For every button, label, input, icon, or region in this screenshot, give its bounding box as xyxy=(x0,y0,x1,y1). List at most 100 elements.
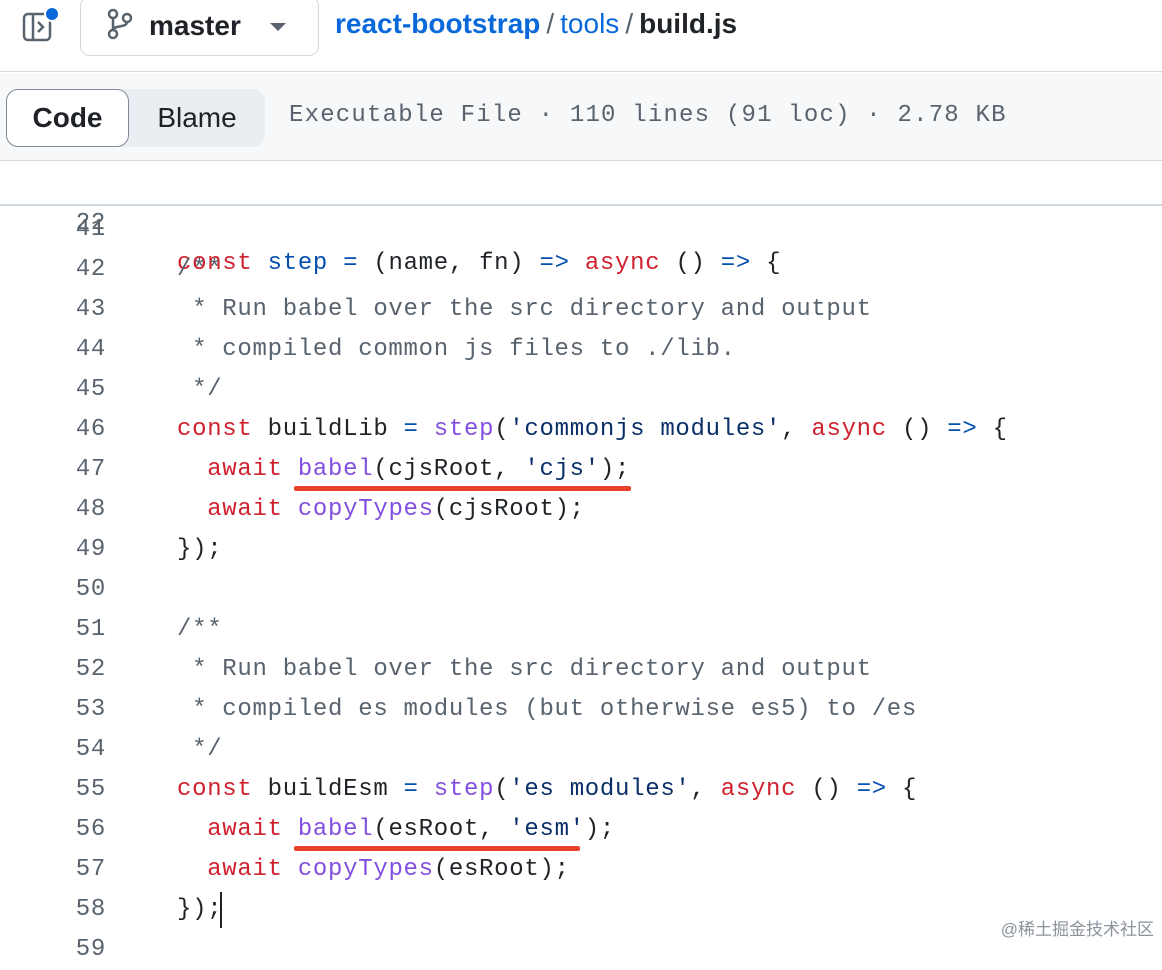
branch-selector-button[interactable]: master xyxy=(80,0,319,56)
sticky-scroll-line[interactable]: 22 const step = (name, fn) => async () =… xyxy=(0,162,1162,277)
line-number[interactable]: 41 xyxy=(75,216,106,243)
line-number[interactable]: 43 xyxy=(75,296,106,323)
line-number[interactable]: 54 xyxy=(75,736,106,763)
tab-blame[interactable]: Blame xyxy=(157,102,237,133)
file-header: master react-bootstrap/tools/build.js xyxy=(0,0,1162,72)
code-line[interactable]: 58}); xyxy=(0,890,1162,930)
code-view[interactable]: 41 42 /** 43 * Run babel over the src direc… xyxy=(0,210,1162,963)
code-token: , xyxy=(781,416,812,443)
code-token: await xyxy=(177,496,298,523)
line-number[interactable]: 56 xyxy=(75,816,106,843)
code-token: (esRoot); xyxy=(433,856,570,883)
line-code: */ xyxy=(177,370,222,410)
code-token: 'commonjs modules' xyxy=(509,416,782,443)
code-token: ( xyxy=(494,776,510,803)
line-number[interactable]: 42 xyxy=(75,256,106,283)
code-token: await xyxy=(177,456,298,483)
code-line[interactable]: 52 * Run babel over the src directory an… xyxy=(0,650,1162,690)
code-token: copyTypes xyxy=(297,496,434,523)
line-number[interactable]: 44 xyxy=(75,336,106,363)
code-line[interactable]: 56 await babel(esRoot, 'esm'); xyxy=(0,810,1162,850)
code-token: buildEsm xyxy=(267,776,404,803)
line-number[interactable]: 51 xyxy=(75,616,106,643)
line-number[interactable]: 58 xyxy=(75,896,106,923)
branch-name: master xyxy=(149,10,241,41)
line-number[interactable]: 47 xyxy=(75,456,106,483)
code-token: buildLib xyxy=(267,416,404,443)
line-number[interactable]: 22 xyxy=(75,210,106,237)
code-line[interactable]: 46 const buildLib = step('commonjs module… xyxy=(0,410,1162,450)
view-mode-toggle: Code Blame xyxy=(6,89,265,147)
code-token: => xyxy=(856,776,887,803)
code-token: 'es modules' xyxy=(509,776,691,803)
code-line[interactable]: 49}); xyxy=(0,530,1162,570)
code-line[interactable]: 59 xyxy=(0,930,1162,970)
tab-code[interactable]: Code xyxy=(6,89,129,147)
code-token: (esRoot, xyxy=(373,816,510,843)
text-cursor xyxy=(220,892,222,928)
line-number[interactable]: 52 xyxy=(75,656,106,683)
code-token: 'cjs' xyxy=(524,456,600,483)
code-line[interactable]: 22 const step = (name, fn) => async () =… xyxy=(0,164,1162,277)
line-number[interactable]: 55 xyxy=(75,776,106,803)
code-token: }); xyxy=(177,896,223,923)
line-number[interactable]: 57 xyxy=(75,856,106,883)
line-code: await babel(cjsRoot, 'cjs'); xyxy=(177,450,630,490)
code-token: async xyxy=(720,776,797,803)
line-number[interactable]: 59 xyxy=(75,936,106,963)
code-line[interactable]: 41 xyxy=(0,210,1162,250)
code-line[interactable]: 54 */ xyxy=(0,730,1162,770)
code-token: (name, fn) xyxy=(373,250,540,277)
code-line[interactable]: 48 await copyTypes(cjsRoot); xyxy=(0,490,1162,530)
line-code: const buildLib = step('commonjs modules'… xyxy=(177,410,1008,450)
code-token: => xyxy=(720,250,751,277)
annotation-underline xyxy=(294,486,631,491)
code-token: () xyxy=(660,250,721,277)
sidebar-toggle-icon[interactable] xyxy=(22,6,60,44)
code-line[interactable]: 43 * Run babel over the src directory an… xyxy=(0,290,1162,330)
code-token: (cjsRoot, xyxy=(373,456,525,483)
line-code: }); xyxy=(177,530,222,570)
code-token: /** xyxy=(177,616,223,643)
code-token: await xyxy=(177,816,298,843)
file-info: Executable File · 110 lines (91 loc) · 2… xyxy=(289,102,1007,129)
line-number[interactable]: 50 xyxy=(75,576,106,603)
code-line[interactable]: 57 await copyTypes(esRoot); xyxy=(0,850,1162,890)
line-number[interactable]: 46 xyxy=(75,416,106,443)
code-token: * Run babel over the src directory and o… xyxy=(177,296,872,323)
line-code: * Run babel over the src directory and o… xyxy=(177,290,872,330)
code-token: { xyxy=(750,250,782,277)
code-token: * compiled es modules (but otherwise es5… xyxy=(177,696,918,723)
breadcrumb-folder-link[interactable]: tools xyxy=(560,8,620,39)
code-line[interactable]: 47 await babel(cjsRoot, 'cjs'); xyxy=(0,450,1162,490)
line-number[interactable]: 48 xyxy=(75,496,106,523)
code-line[interactable]: 45 */ xyxy=(0,370,1162,410)
chevron-down-icon xyxy=(270,23,286,31)
git-branch-icon xyxy=(107,8,133,44)
code-token: async xyxy=(811,416,887,443)
code-token: ( xyxy=(494,416,510,443)
code-token: { xyxy=(977,416,1008,443)
code-token: step xyxy=(267,250,329,277)
code-token: const xyxy=(177,250,268,277)
code-line[interactable]: 50 xyxy=(0,570,1162,610)
code-line[interactable]: 42 /** xyxy=(0,250,1162,290)
code-line[interactable]: 51 /** xyxy=(0,610,1162,650)
line-code: await copyTypes(cjsRoot); xyxy=(177,490,585,530)
line-number[interactable]: 49 xyxy=(75,536,106,563)
code-line[interactable]: 53 * compiled es modules (but otherwise … xyxy=(0,690,1162,730)
watermark: @稀土掘金技术社区 xyxy=(1000,920,1154,939)
line-number[interactable]: 53 xyxy=(75,696,106,723)
line-code: await babel(esRoot, 'esm'); xyxy=(177,810,615,850)
code-token: ); xyxy=(584,816,615,843)
line-code: * Run babel over the src directory and o… xyxy=(177,650,872,690)
code-token: 'esm' xyxy=(509,816,585,843)
code-token: const xyxy=(177,776,268,803)
code-token: /** xyxy=(177,256,223,283)
code-token: (cjsRoot); xyxy=(433,496,585,523)
breadcrumb-repo-link[interactable]: react-bootstrap xyxy=(335,8,541,39)
code-line[interactable]: 44 * compiled common js files to ./lib. xyxy=(0,330,1162,370)
code-token: * Run babel over the src directory and o… xyxy=(177,656,872,683)
line-number[interactable]: 45 xyxy=(75,376,106,403)
